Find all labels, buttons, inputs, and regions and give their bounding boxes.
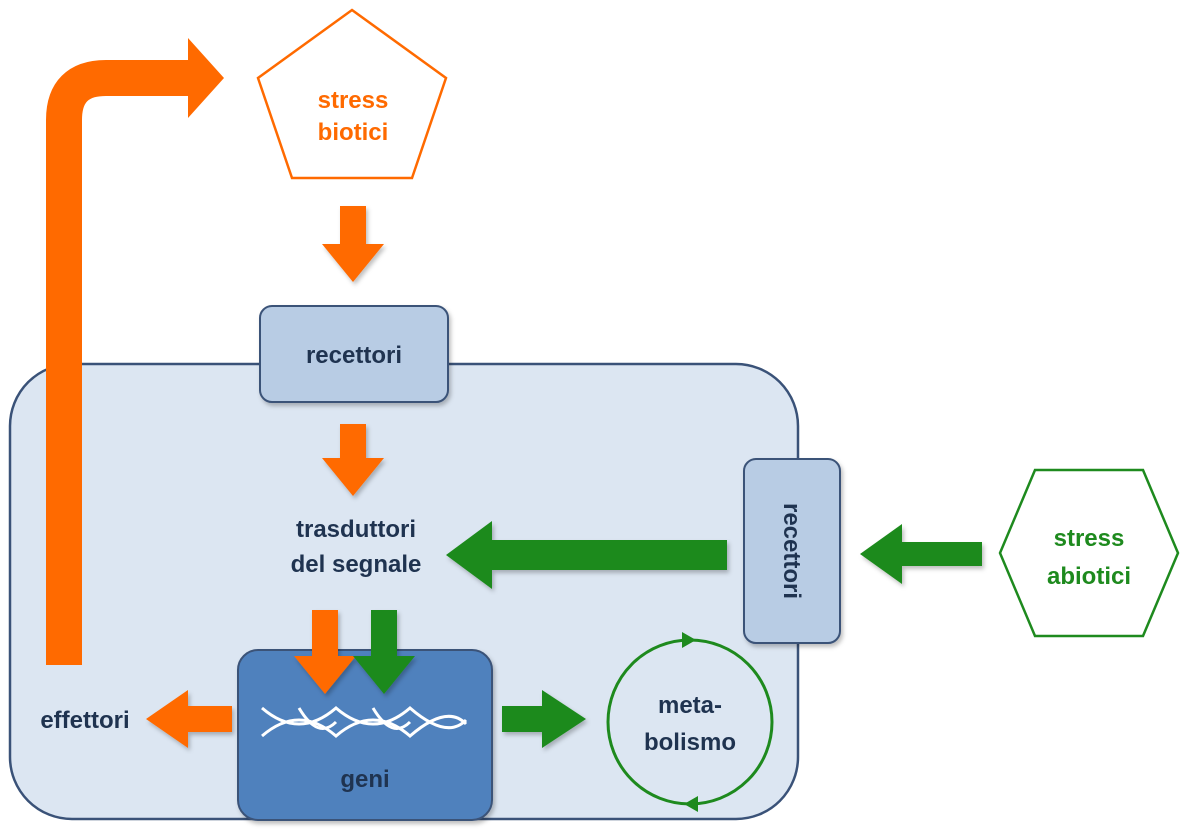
metabolism-line-2: bolismo <box>644 729 736 756</box>
arrow-abiotic-to-receptors <box>860 524 982 584</box>
receptors-side-node: recettori <box>743 458 841 644</box>
biotic-stress-line-2: biotici <box>318 119 389 146</box>
arrow-receptors-to-transducers-abiotic <box>446 521 727 589</box>
transducers-line-1: trasduttori <box>296 516 416 543</box>
arrow-receptors-to-transducers <box>322 424 384 496</box>
arrow-biotic-to-receptors <box>322 206 384 282</box>
arrow-transducers-to-genes-biotic <box>294 610 356 694</box>
abiotic-stress-hexagon <box>998 468 1180 638</box>
cycle-arrowhead-top <box>682 632 696 648</box>
receptors-top-label: recettori <box>306 342 402 369</box>
arrow-genes-to-metabolism <box>502 690 586 748</box>
dna-helix-icon <box>261 706 468 738</box>
effectors-label: effettori <box>40 707 129 734</box>
genes-box <box>237 649 493 821</box>
metabolism-node: meta- bolismo <box>606 632 774 812</box>
metabolism-line-1: meta- <box>658 692 722 719</box>
abiotic-stress-line-2: abiotici <box>1047 563 1131 590</box>
feedback-arrow <box>46 60 195 665</box>
arrow-transducers-to-genes-abiotic <box>353 610 415 694</box>
transducers-line-2: del segnale <box>291 551 422 578</box>
receptors-top-box <box>259 305 449 403</box>
abiotic-stress-line-1: stress <box>1054 525 1125 552</box>
receptors-side-label: recettori <box>778 503 805 599</box>
genes-label: geni <box>340 766 389 793</box>
feedback-arrowhead <box>188 38 224 118</box>
cycle-arrowhead-bottom <box>684 796 698 812</box>
biotic-stress-pentagon <box>256 8 448 180</box>
abiotic-stress-node: stress abiotici <box>998 468 1180 638</box>
receptors-side-box <box>743 458 841 644</box>
transducers-node: trasduttori del segnale <box>291 516 422 578</box>
biotic-stress-node: stress biotici <box>256 8 448 180</box>
biotic-stress-line-1: stress <box>318 87 389 114</box>
receptors-top-node: recettori <box>259 305 449 403</box>
arrow-genes-to-effectors <box>146 690 232 748</box>
genes-node: geni <box>237 649 493 821</box>
